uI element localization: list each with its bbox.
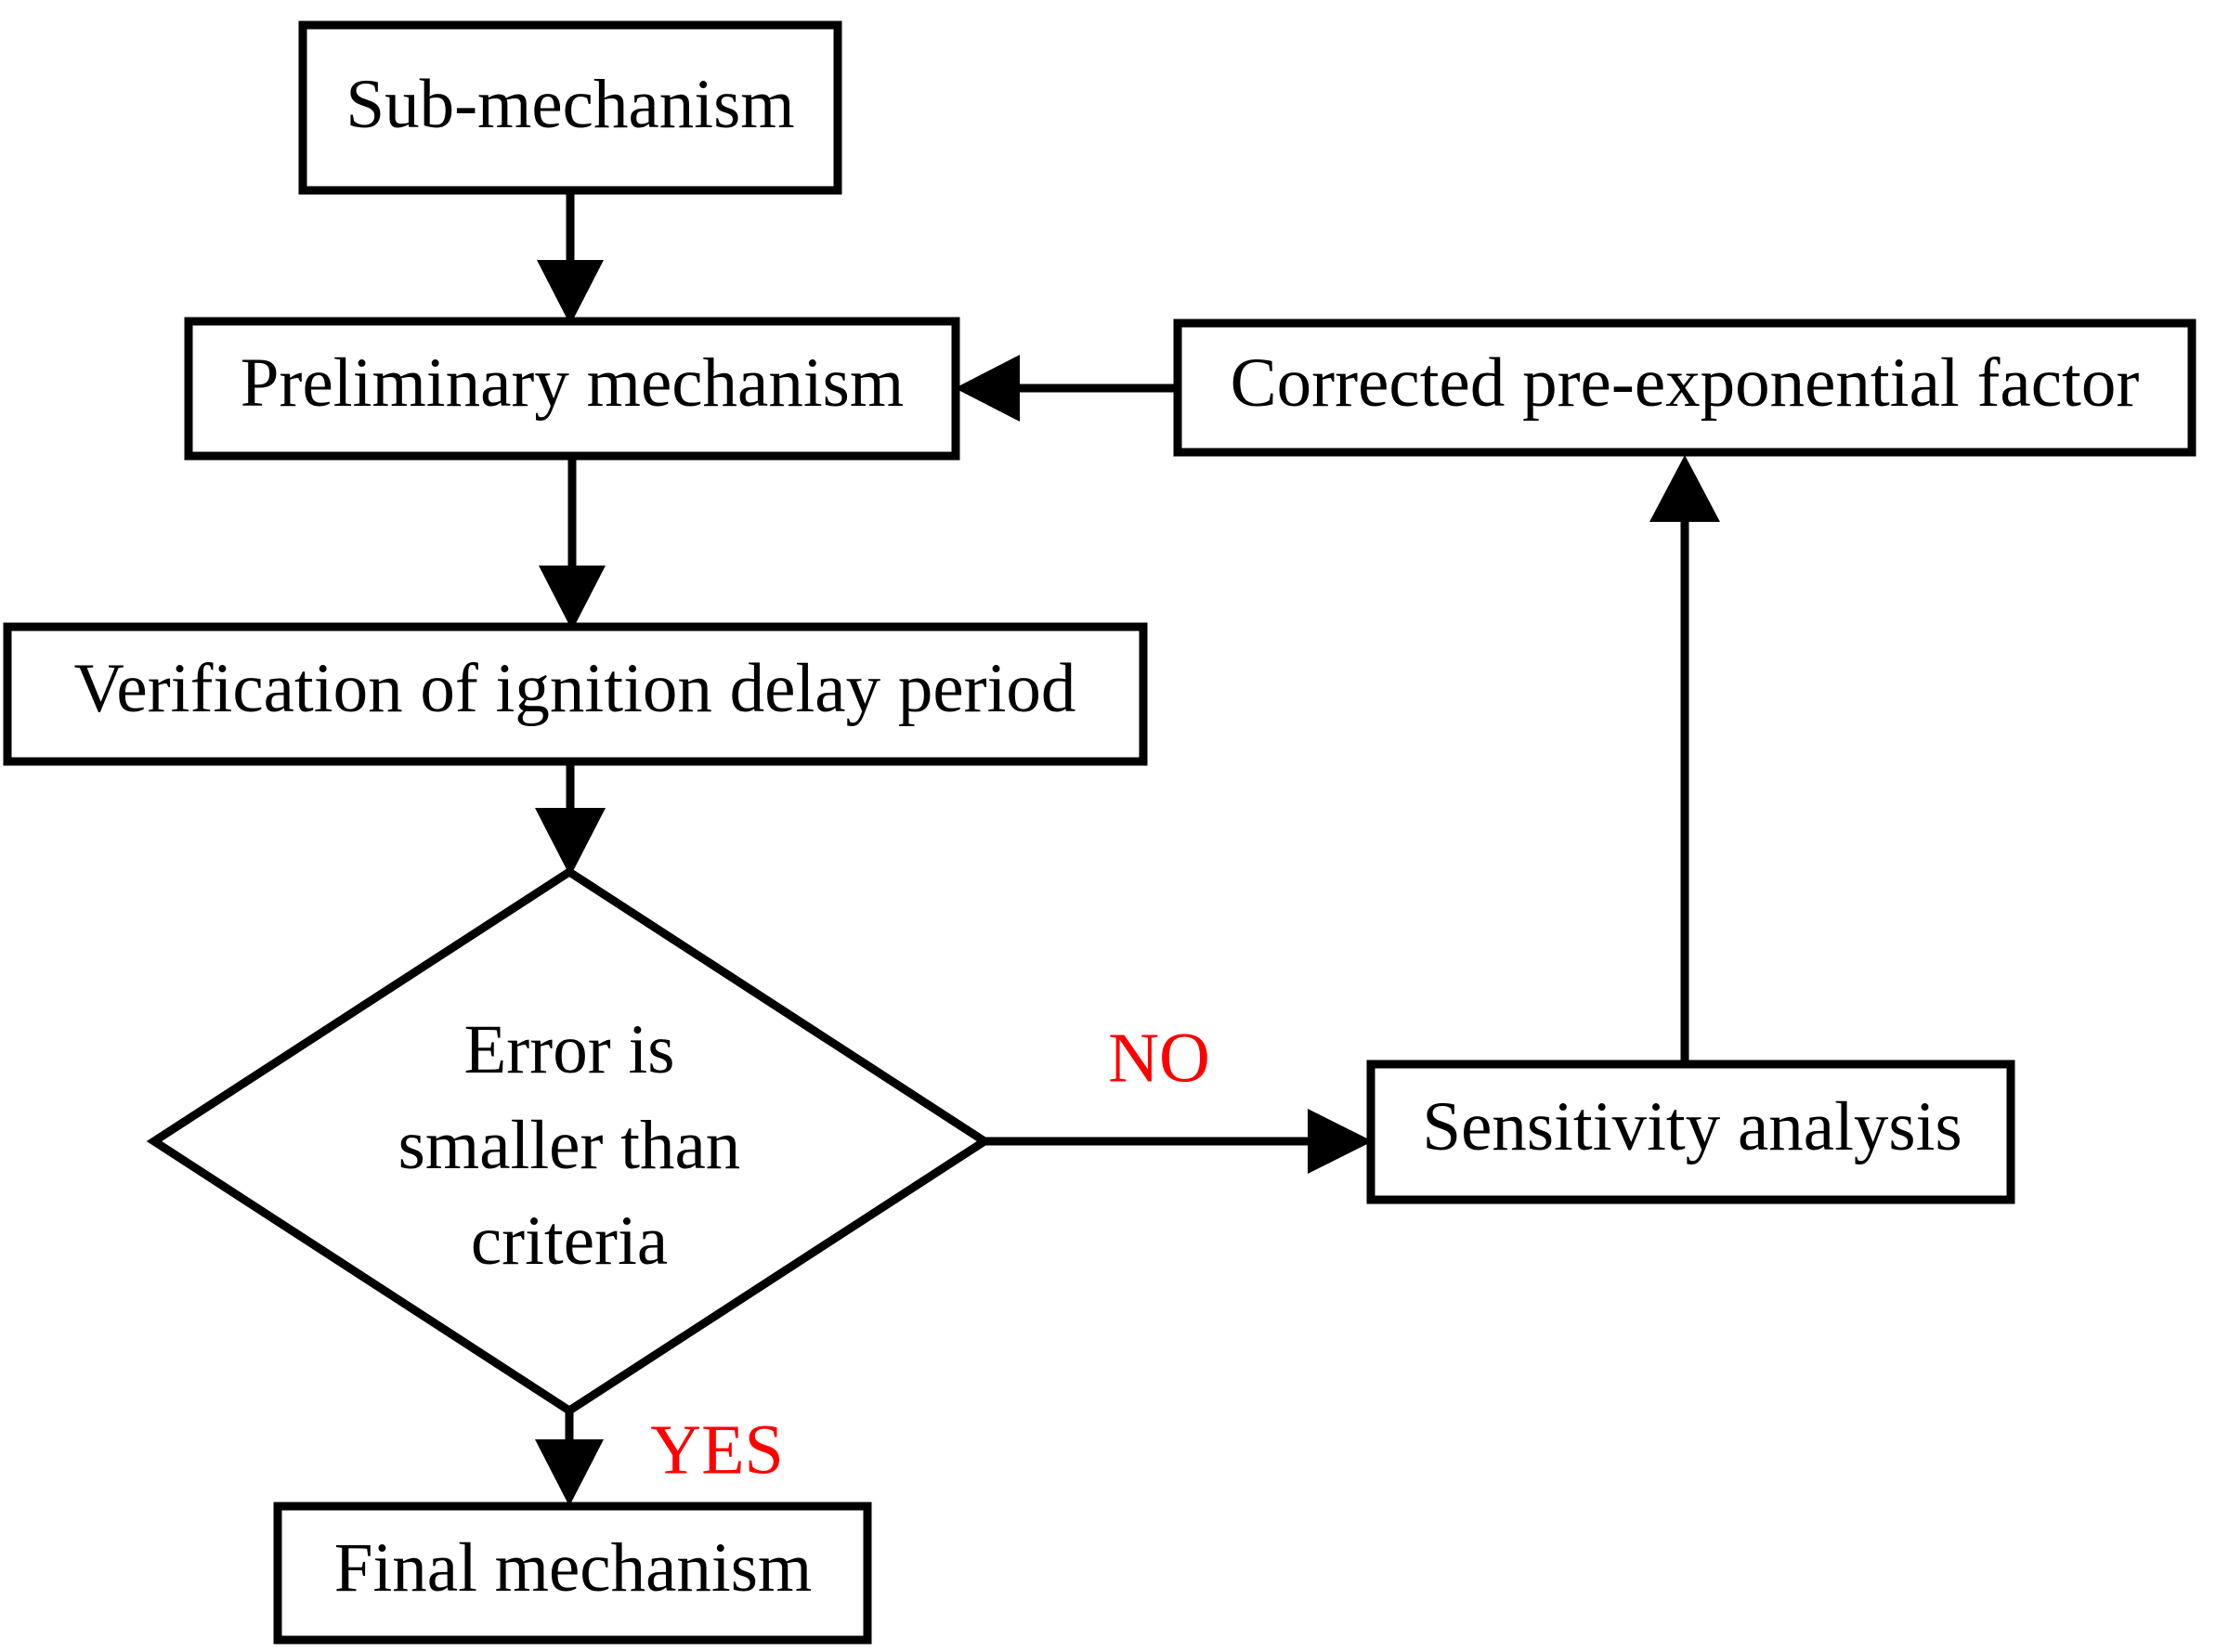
node-preliminary-mechanism[interactable]: Preliminary mechanism	[184, 317, 960, 461]
node-corrected-pre-exponential-factor-label: Corrected pre-exponential factor	[1231, 345, 2140, 422]
node-error-is-smaller-than-criteria-label-line-2: smaller than	[398, 1107, 741, 1184]
node-preliminary-mechanism-shape[interactable]	[184, 317, 960, 461]
node-sensitivity-analysis-label: Sensitivity analysis	[1422, 1088, 1962, 1165]
node-error-is-smaller-than-criteria-label-line-1: Error is	[463, 1011, 674, 1088]
node-corrected-pre-exponential-factor-shape[interactable]	[1173, 319, 2196, 457]
node-final-mechanism-shape[interactable]	[273, 1502, 872, 1645]
node-sub-mechanism-shape[interactable]	[298, 20, 842, 195]
edge-sensitivity-to-corrected	[1649, 455, 1720, 1064]
branch-label-no: NO	[1108, 1019, 1210, 1097]
node-sub-mechanism-label: Sub-mechanism	[345, 66, 794, 143]
node-final-mechanism-label: Final mechanism	[334, 1529, 813, 1606]
arrowhead-down-icon	[535, 808, 606, 877]
node-sensitivity-analysis-shape[interactable]	[1366, 1060, 2015, 1204]
node-verification-of-ignition-delay-period-label: Verification of ignition delay period	[74, 650, 1076, 727]
edge-sub-to-preliminary	[537, 190, 604, 325]
edge-preliminary-to-verification	[539, 456, 606, 631]
arrowhead-left-icon	[955, 355, 1020, 422]
edge-decision-to-final	[535, 1411, 604, 1506]
arrowhead-down-icon	[535, 1439, 604, 1506]
arrowhead-up-icon	[1649, 455, 1720, 522]
branch-label-yes: YES	[650, 1411, 784, 1489]
node-verification-of-ignition-delay-period[interactable]: Verification of ignition delay period	[3, 622, 1148, 766]
node-error-is-smaller-than-criteria[interactable]: Error is smaller than criteria	[146, 866, 993, 1416]
arrowhead-right-icon	[1308, 1109, 1373, 1174]
node-sensitivity-analysis[interactable]: Sensitivity analysis	[1366, 1060, 2015, 1204]
edge-corrected-to-preliminary	[955, 355, 1178, 422]
node-corrected-pre-exponential-factor[interactable]: Corrected pre-exponential factor	[1173, 319, 2196, 457]
edge-decision-to-sensitivity	[984, 1109, 1373, 1174]
arrowhead-down-icon	[537, 260, 604, 325]
node-sub-mechanism[interactable]: Sub-mechanism	[298, 20, 842, 195]
arrowhead-down-icon	[539, 566, 606, 631]
node-error-is-smaller-than-criteria-label-line-3: criteria	[471, 1203, 668, 1280]
node-final-mechanism[interactable]: Final mechanism	[273, 1502, 872, 1645]
node-preliminary-mechanism-label: Preliminary mechanism	[241, 345, 904, 422]
node-verification-of-ignition-delay-period-shape[interactable]	[3, 622, 1148, 766]
node-error-is-smaller-than-criteria-shape[interactable]	[146, 866, 993, 1416]
edge-verification-to-decision	[535, 761, 606, 877]
